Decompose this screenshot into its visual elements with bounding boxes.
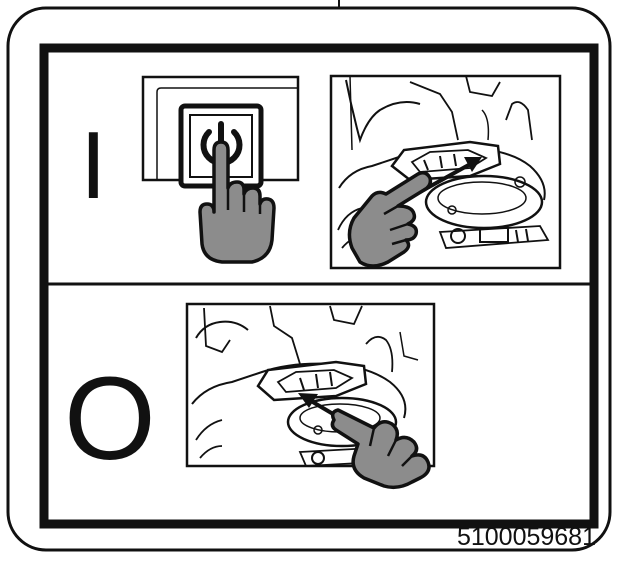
part-number: 5100059681 (457, 523, 596, 552)
switch-off-image (187, 304, 434, 487)
off-symbol: O (64, 360, 156, 478)
switch-on-image (331, 76, 560, 268)
on-symbol: I (80, 118, 107, 214)
